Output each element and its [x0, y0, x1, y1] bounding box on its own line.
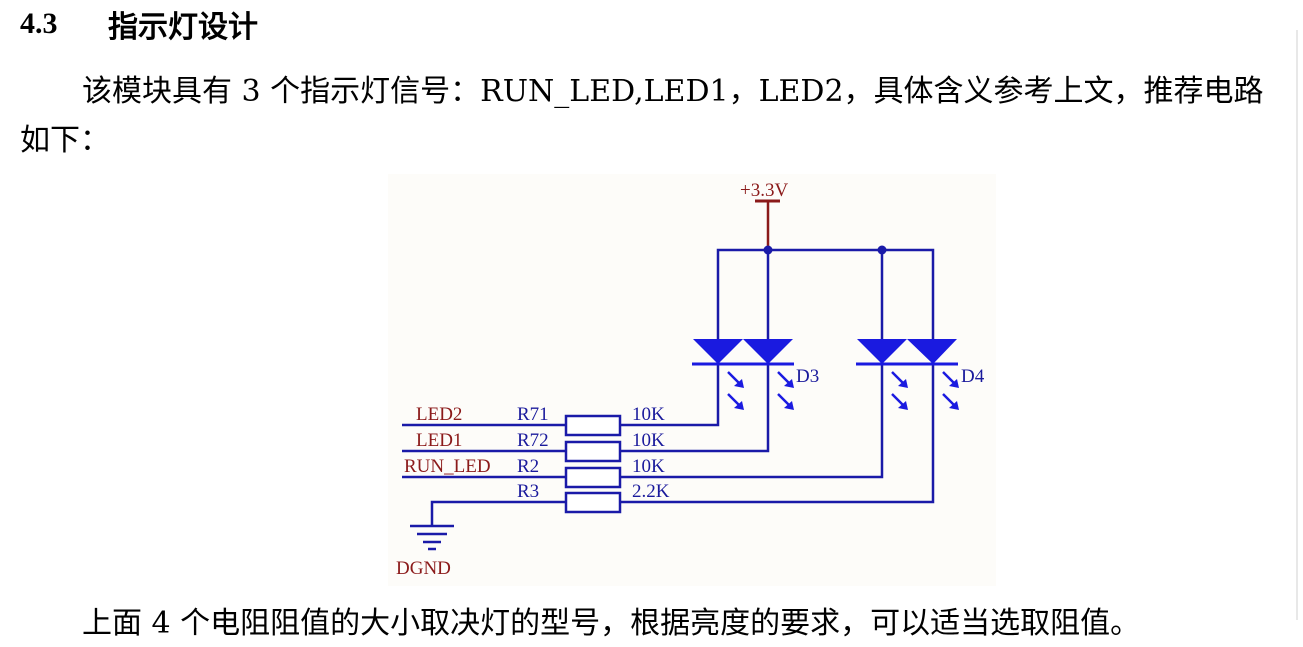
ground-label: DGND [396, 558, 451, 579]
ground-symbol [410, 524, 454, 551]
net-label-run-led: RUN_LED [404, 456, 491, 477]
schematic-drawing: +3.3V [396, 180, 985, 579]
resistor-value-r2: 10K [632, 456, 665, 477]
diode-label-d4: D4 [961, 366, 985, 387]
wires [402, 248, 935, 526]
diode-label-d3: D3 [796, 366, 819, 387]
led-d4 [856, 339, 959, 410]
resistor-value-r71: 10K [632, 404, 665, 425]
led-indicator-schematic: +3.3V [388, 174, 996, 586]
conclusion-paragraph: 上面 4 个电阻阻值的大小取决灯的型号，根据亮度的要求，可以适当选取阻值。 [82, 606, 1141, 641]
junction-dot [763, 245, 773, 255]
section-heading: 4.3 指示灯设计 [20, 4, 258, 45]
junction-dot [877, 245, 887, 255]
net-label-led1: LED1 [416, 430, 462, 451]
resistor-value-r3: 2.2K [632, 481, 670, 502]
power-label: +3.3V [740, 180, 788, 201]
page-edge-divider [1296, 30, 1298, 620]
resistor-ref-r2: R2 [517, 456, 539, 477]
intro-paragraph-line-1: 该模块具有 3 个指示灯信号：RUN_LED,LED1，LED2，具体含义参考上… [82, 74, 1264, 109]
intro-paragraph-line-2: 如下： [20, 123, 110, 158]
led-d3 [692, 339, 794, 410]
resistor-ref-r3: R3 [517, 481, 539, 502]
section-number: 4.3 [20, 7, 58, 40]
power-symbol [755, 199, 780, 250]
resistor-ref-r71: R71 [517, 404, 549, 425]
net-label-led2: LED2 [416, 404, 462, 425]
section-title: 指示灯设计 [108, 10, 258, 45]
resistor-bodies [564, 414, 622, 514]
resistor-value-r72: 10K [632, 430, 665, 451]
resistor-ref-r72: R72 [517, 430, 549, 451]
